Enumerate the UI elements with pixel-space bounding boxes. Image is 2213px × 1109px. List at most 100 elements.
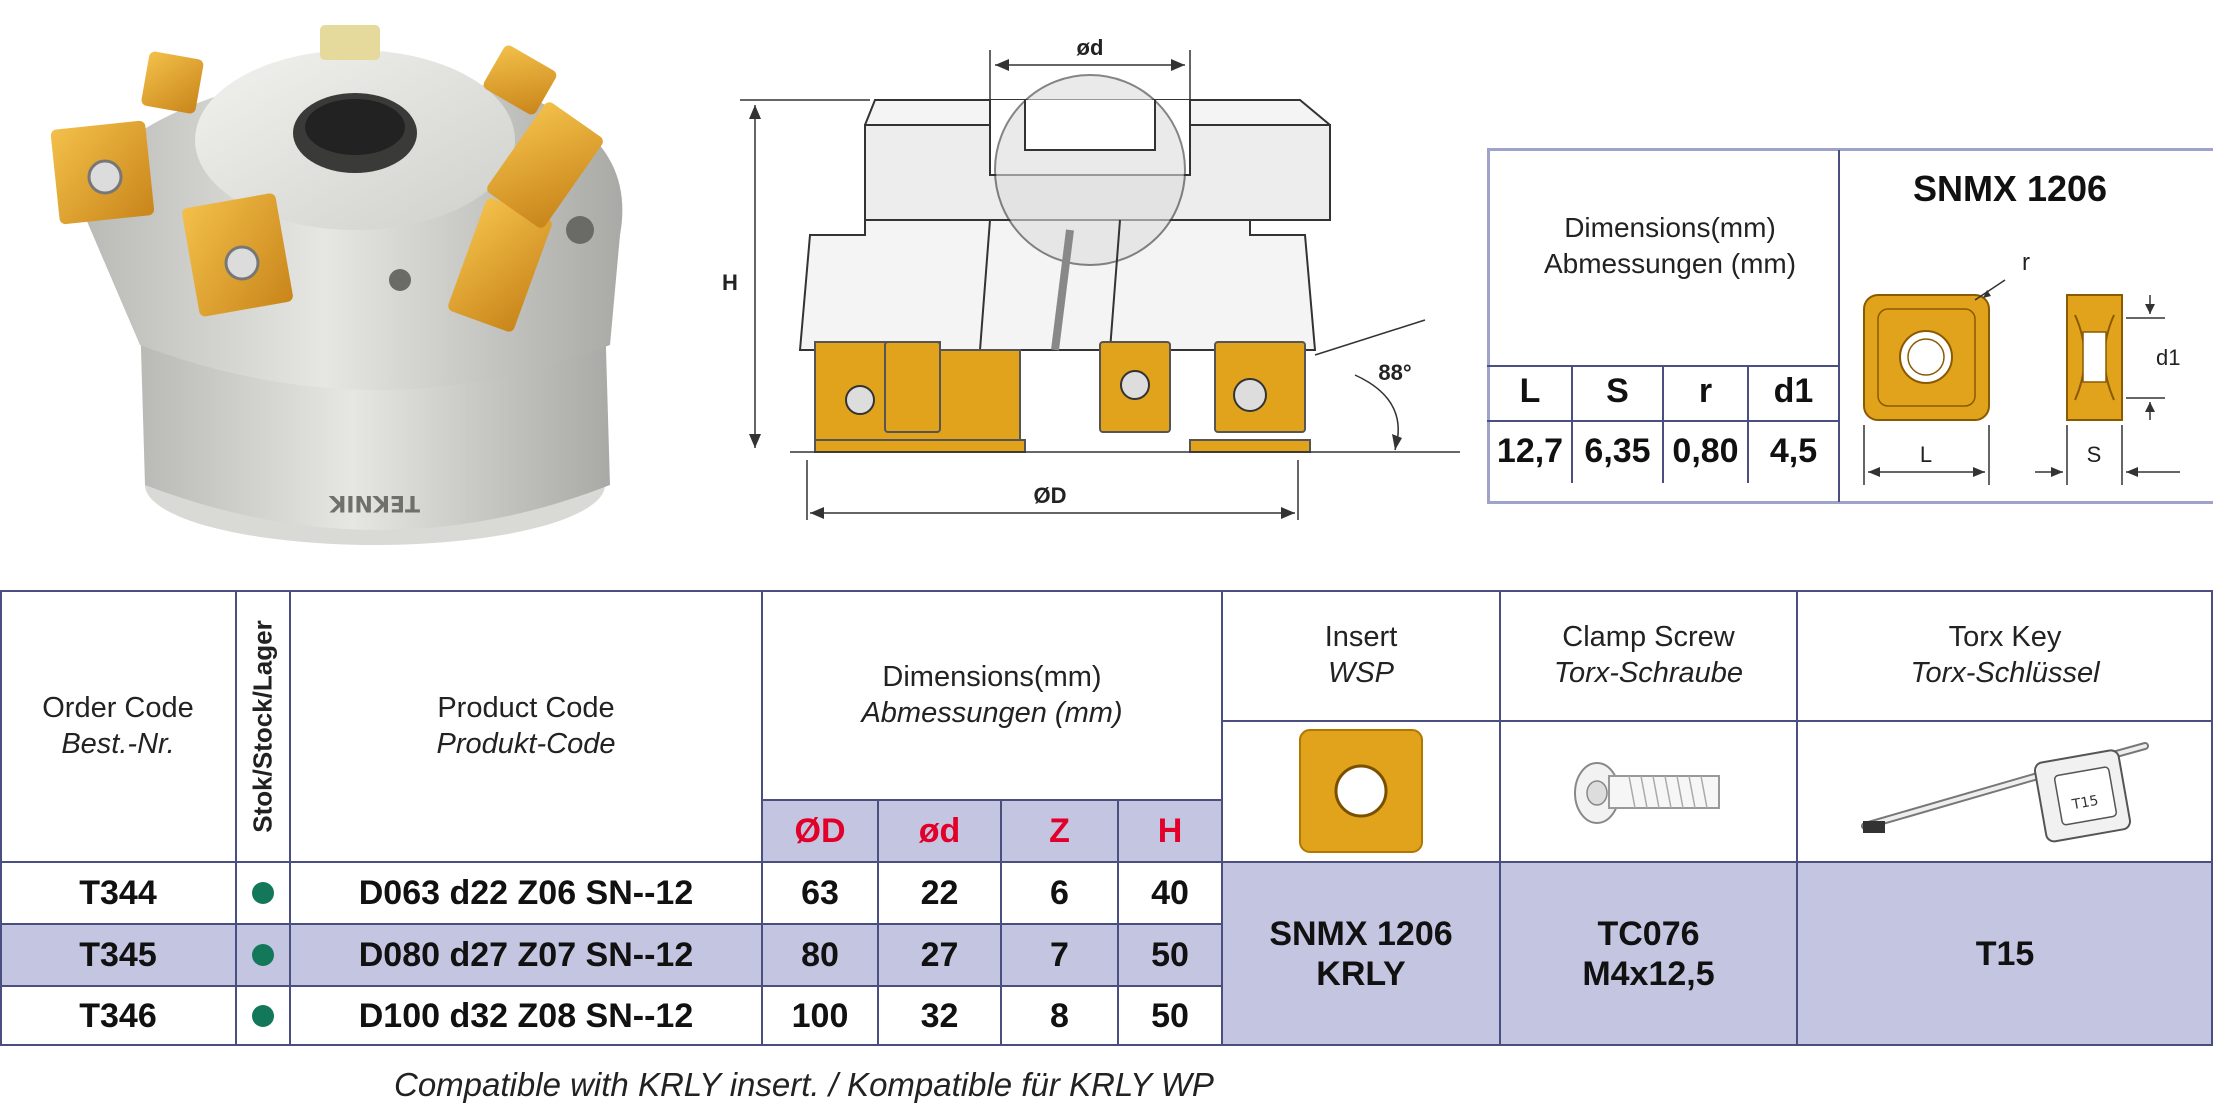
accessory-shade [1222,862,2213,1045]
insert-value-line1: SNMX 1206 [1269,915,1453,953]
clamp-value-line2: M4x12,5 [1582,955,1715,993]
row2-H: 50 [1151,935,1189,974]
grid-line [0,590,2213,592]
insert-r-label: r [2022,249,2030,276]
grid-line [877,799,879,1046]
insert-value-line2: KRLY [1316,955,1406,993]
row2-order-code: T345 [79,935,157,974]
spec-value-r: 0,80 [1672,432,1739,470]
table-row-shade [0,925,1222,985]
insert-technical-drawing: r L S d1 [1863,249,2180,485]
row3-order-code: T346 [79,996,157,1035]
cutter-technical-drawing: ød H ØD 88° [722,35,1460,520]
grid-line [1221,590,1223,1046]
insert-value: SNMX 1206 KRLY [1222,862,1500,1046]
product-code-label-de: Produkt-Code [436,728,616,760]
dimensions-label-de: Abmessungen (mm) [861,697,1123,729]
spec-header-d1: d1 [1773,372,1814,410]
col-torx-key: Torx Key Torx-Schlüssel [1797,590,2213,720]
torx-key-label-de: Torx-Schlüssel [1910,657,2100,689]
insert-d1-label: d1 [2156,345,2180,370]
grid-line [1117,799,1119,1046]
torx-key-marking: T15 [2070,793,2100,814]
clamp-screw-image [1500,720,1797,862]
spec-vline [1747,365,1749,483]
grid-line [289,590,291,1046]
torx-key-icon: T15 [1861,742,2149,843]
row1-D: 63 [801,873,839,912]
spec-value-L: 12,7 [1496,432,1564,470]
spec-header-L: L [1519,372,1541,410]
grid-line [235,590,237,1046]
torx-key-value: T15 [1975,934,2035,973]
stock-label: Stok/Stock/Lager [247,619,278,833]
dimensions-label: Dimensions(mm) [882,661,1102,693]
grid-line [1499,590,1501,1046]
insert-S-label: S [2087,442,2102,467]
row2-product-code: D080 d27 Z07 SN--12 [358,935,694,974]
insert-image [1222,720,1500,862]
footnote: Compatible with KRLY insert. / Kompatibl… [394,1066,1214,1103]
row2-Z: 7 [1050,935,1069,974]
spec-dimensions-title-de: Abmessungen (mm) [1543,248,1797,279]
row2-d: 27 [920,935,959,974]
order-code-label-de: Best.-Nr. [61,728,175,760]
insert-label: Insert [1324,621,1398,653]
grid-line [0,1044,2213,1046]
milling-cutter-photo: TEKNIK [50,25,623,545]
row3-D: 100 [791,996,849,1035]
dim-col-D: ØD [762,800,878,862]
grid-line [0,861,2213,863]
insert-icon [50,25,603,332]
torx-key-image: T15 [1797,720,2213,862]
product-table: Order Code Best.-Nr. Stok/Stock/Lager Pr… [0,590,2213,1046]
clamp-screw-value: TC076 M4x12,5 [1500,862,1797,1046]
insert-icon [814,341,1311,453]
row1-product-code: D063 d22 Z06 SN--12 [358,873,694,912]
spec-header-r: r [1698,372,1713,410]
in-stock-dot-icon [252,882,274,904]
dim-col-Z: Z [1001,800,1118,862]
grid-line [0,985,1222,987]
col-product-code: Product Code Produkt-Code [290,590,762,862]
outer-diameter-label: ØD [1034,483,1067,508]
order-code-label: Order Code [42,692,194,724]
in-stock-dot-icon [252,1005,274,1027]
insert-name: SNMX 1206 [1912,168,2108,209]
row3-product-code: D100 d32 Z08 SN--12 [358,996,694,1035]
spec-header-S: S [1606,372,1629,410]
clamp-screw-label-de: Torx-Schraube [1553,657,1744,689]
insert-icon [1299,729,1423,853]
grid-line [1796,590,1798,1046]
col-clamp-screw: Clamp Screw Torx-Schraube [1500,590,1797,720]
insert-spec-panel [1487,148,2213,504]
clamp-value-line1: TC076 [1597,915,1700,953]
row3-d: 32 [920,996,959,1035]
grid-line [0,923,1222,925]
insert-label-de: WSP [1327,657,1395,689]
spec-value-S: 6,35 [1584,432,1651,470]
col-stock: Stok/Stock/Lager [236,590,290,862]
col-dimensions: Dimensions(mm) Abmessungen (mm) [762,590,1222,800]
col-order-code: Order Code Best.-Nr. [0,590,236,862]
spec-vline [1571,365,1573,483]
product-code-label: Product Code [437,692,615,724]
spec-dimensions-title-en: Dimensions(mm) [1564,212,1776,243]
insert-L-label: L [1920,442,1932,467]
dim-col-d: ød [878,800,1001,862]
height-label: H [722,270,738,295]
grid-line [1000,799,1002,1046]
clamp-screw-label: Clamp Screw [1562,621,1735,653]
row1-Z: 6 [1050,873,1069,912]
grid-line [762,799,1222,801]
row3-H: 50 [1151,996,1189,1035]
spec-dimensions-title: Dimensions(mm) Abmessungen (mm) [1500,210,1840,282]
brand-marking: TEKNIK [328,490,420,515]
grid-line [1222,720,2213,722]
col-insert: Insert WSP [1222,590,1500,720]
spec-vline [1662,365,1664,483]
row1-stock [236,862,290,924]
screw-icon [1573,762,1720,824]
row3-stock [236,986,290,1046]
grid-line [0,590,2,1046]
